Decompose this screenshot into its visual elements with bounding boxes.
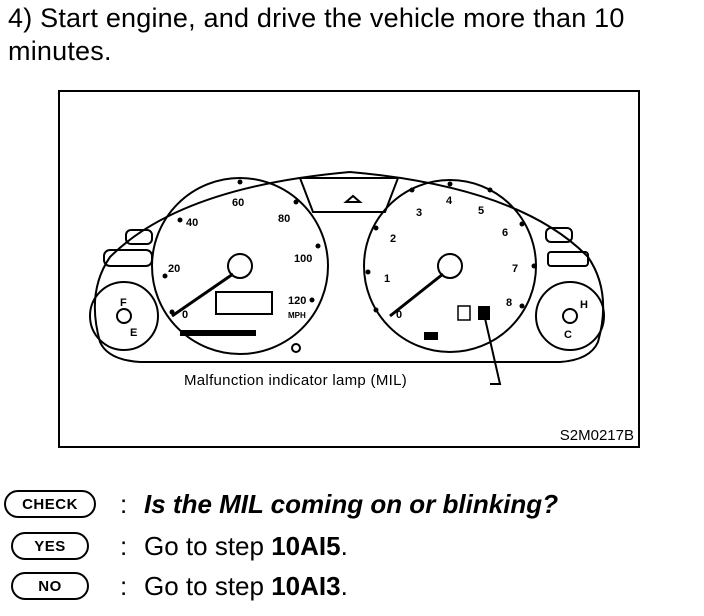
tachometer-mark-0: 0 [396, 309, 402, 321]
tachometer-mark-7: 7 [512, 263, 518, 275]
no-target-step[interactable]: 10AI3 [271, 570, 341, 601]
tachometer-mark-5: 5 [478, 205, 484, 217]
yes-prefix: Go to step [144, 530, 272, 561]
tachometer-mark-1: 1 [384, 273, 390, 285]
tachometer-mark-2: 2 [390, 233, 396, 245]
tachometer-mark-6: 6 [502, 227, 508, 239]
yes-badge: YES [11, 532, 89, 560]
yes-suffix: . [340, 530, 348, 561]
yes-instruction: Go to step 10AI5. [144, 531, 348, 562]
tachometer-mark-3: 3 [416, 207, 422, 219]
speedometer-mark-80: 80 [278, 213, 290, 225]
no-colon: : [120, 570, 128, 601]
instrument-cluster-illustration: 0 20 40 60 80 100 120 MPH 0 1 2 3 4 5 6 … [89, 170, 605, 385]
tachometer-mark-8: 8 [506, 297, 512, 309]
check-colon: : [120, 488, 128, 519]
temp-mark-cold: C [564, 329, 572, 341]
check-row: CHECK : Is the MIL coming on or blinking… [4, 484, 558, 524]
tachometer-mark-4: 4 [446, 195, 453, 207]
temp-mark-hot: H [580, 299, 588, 311]
no-instruction: Go to step 10AI3. [144, 571, 348, 602]
yes-target-step[interactable]: 10AI5 [271, 530, 341, 561]
check-question: Is the MIL coming on or blinking? [144, 488, 559, 519]
mil-caption: Malfunction indicator lamp (MIL) [184, 372, 408, 389]
speedometer-mark-60: 60 [232, 197, 244, 209]
check-badge: CHECK [4, 490, 96, 518]
speedometer-mark-0: 0 [182, 309, 188, 321]
no-row: NO : Go to step 10AI3. [4, 566, 348, 606]
fuel-mark-full: F [120, 297, 127, 309]
no-prefix: Go to step [144, 570, 272, 601]
no-badge: NO [11, 572, 89, 600]
speedometer-mark-120: 120 [288, 295, 306, 307]
step-instruction: 4) Start engine, and drive the vehicle m… [8, 3, 625, 66]
fuel-mark-empty: E [130, 327, 137, 339]
figure-code: S2M0217B [559, 427, 634, 444]
speedometer-unit: MPH [288, 311, 306, 320]
yes-row: YES : Go to step 10AI5. [4, 526, 348, 566]
speedometer-mark-20: 20 [168, 263, 180, 275]
yes-colon: : [120, 530, 128, 561]
no-suffix: . [340, 570, 348, 601]
speedometer-mark-100: 100 [294, 253, 312, 265]
speedometer-mark-40: 40 [186, 217, 198, 229]
instrument-cluster-figure: 0 20 40 60 80 100 120 MPH 0 1 2 3 4 5 6 … [58, 90, 640, 448]
